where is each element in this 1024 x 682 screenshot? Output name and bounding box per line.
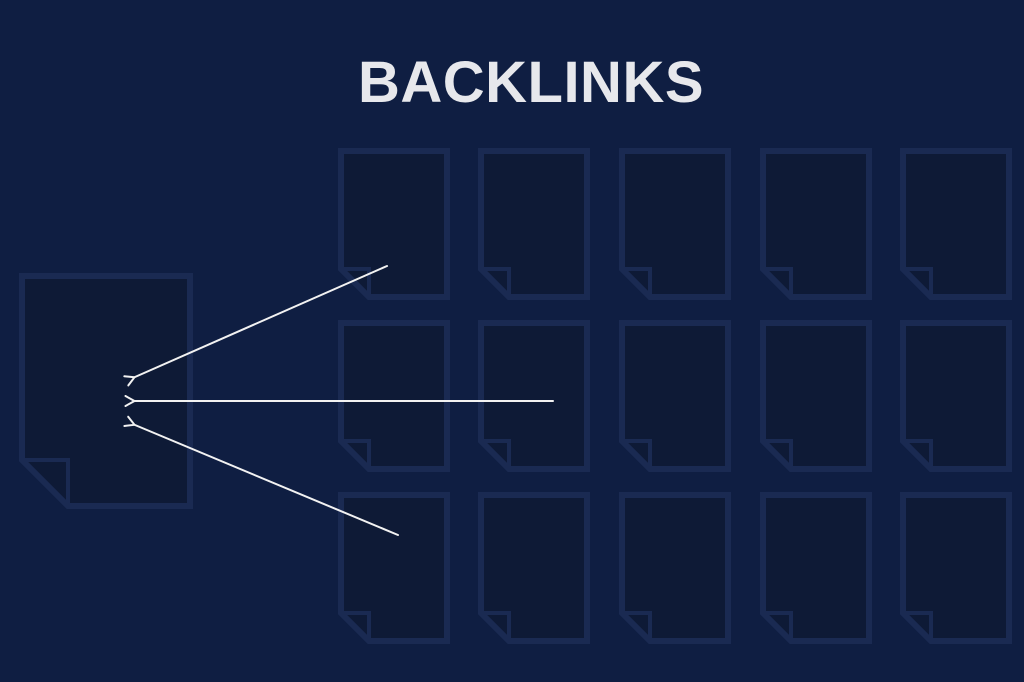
backlink-arrow-3 xyxy=(123,415,399,536)
source-page-3-1 xyxy=(338,492,450,644)
page-fold-corner xyxy=(341,267,371,297)
page-fold-corner xyxy=(903,611,933,641)
backlink-arrows xyxy=(123,265,554,536)
page-fold-corner xyxy=(481,267,511,297)
page-fold-corner xyxy=(622,267,652,297)
source-page-2-1 xyxy=(338,320,450,472)
page-body xyxy=(338,148,450,300)
page-body xyxy=(619,320,731,472)
source-page-3-4 xyxy=(760,492,872,644)
source-page-2-4 xyxy=(760,320,872,472)
backlink-arrow-1 xyxy=(123,265,388,387)
page-fold-corner xyxy=(341,611,371,641)
page-fold-corner xyxy=(481,439,511,469)
page-body xyxy=(478,148,590,300)
page-body xyxy=(619,148,731,300)
page-fold-corner xyxy=(763,439,793,469)
page-fold-corner xyxy=(22,458,70,506)
page-body xyxy=(900,320,1012,472)
page-fold-corner xyxy=(622,611,652,641)
page-fold-corner xyxy=(903,439,933,469)
source-page-1-4 xyxy=(760,148,872,300)
source-page-2-5 xyxy=(900,320,1012,472)
page-body xyxy=(900,148,1012,300)
page-fold-corner xyxy=(341,439,371,469)
page-body xyxy=(478,320,590,472)
page-body xyxy=(760,320,872,472)
page-fold-corner xyxy=(763,267,793,297)
target-page xyxy=(19,273,193,509)
page-body xyxy=(19,273,193,509)
source-page-3-2 xyxy=(478,492,590,644)
page-fold-corner xyxy=(763,611,793,641)
source-page-1-2 xyxy=(478,148,590,300)
page-fold-corner xyxy=(481,611,511,641)
page-body xyxy=(900,492,1012,644)
source-pages-grid xyxy=(338,148,1012,644)
page-body xyxy=(338,320,450,472)
source-page-3-5 xyxy=(900,492,1012,644)
target-page-sheet xyxy=(19,273,193,509)
page-body xyxy=(760,492,872,644)
page-body xyxy=(760,148,872,300)
page-title: BACKLINKS xyxy=(357,50,705,115)
source-page-1-5 xyxy=(900,148,1012,300)
source-page-2-3 xyxy=(619,320,731,472)
page-body xyxy=(478,492,590,644)
page-body xyxy=(338,492,450,644)
source-page-2-2 xyxy=(478,320,590,472)
source-page-3-3 xyxy=(619,492,731,644)
source-page-1-3 xyxy=(619,148,731,300)
page-fold-corner xyxy=(903,267,933,297)
page-body xyxy=(619,492,731,644)
page-fold-corner xyxy=(622,439,652,469)
source-page-1-1 xyxy=(338,148,450,300)
